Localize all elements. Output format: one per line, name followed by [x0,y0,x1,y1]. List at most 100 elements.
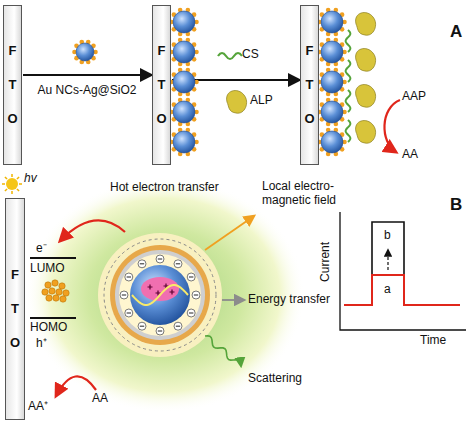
au-nanocluster [56,289,62,295]
fto-electrode: FTO [152,5,171,165]
product-label: AA⁺ [28,400,48,414]
step-label: Au NCs-Ag@SiO2 [38,84,137,98]
current-trace-b [344,222,460,305]
ag-sio2-core [173,101,195,123]
chitosan-strand [346,120,351,142]
shell-boundary [104,239,216,351]
process-label: Scattering [248,372,302,386]
chitosan-strand [346,60,351,82]
alp-enzyme [356,13,376,36]
negative-charge [138,322,146,330]
minus-sign [122,295,126,296]
reaction-arrow [384,100,400,152]
homo-level [30,317,76,319]
fto-electrode: FTO [5,198,25,420]
nanoparticle [169,98,199,126]
sun-ray [19,183,22,185]
ag-sio2-core [173,131,195,153]
minus-sign [158,331,162,332]
negative-charge [174,260,182,268]
field-arrow [205,216,254,250]
process-arrow [23,74,151,76]
negative-charge [156,327,164,335]
nanoparticle [317,98,347,126]
energy-transfer-arrow [222,299,244,301]
ag-sio2-core [321,131,343,153]
au-nanocluster [49,288,55,294]
curve-label: b [384,229,391,243]
ag-sio2-core [76,43,94,61]
alp-enzyme [356,121,376,144]
chitosan-strand [346,30,351,52]
oscillation-wave [132,285,188,305]
hole-label: h⁺ [36,337,47,351]
ag-sio2-core [173,11,195,33]
negative-charge [138,260,146,268]
ag-sio2-core [321,71,343,93]
au-nanocluster [42,289,48,295]
alp-enzyme [356,49,376,72]
au-nanocluster [52,280,58,286]
electrode-label: FTO [155,34,168,135]
sun-ray [11,174,13,177]
ag-sio2-core [321,101,343,123]
sun-icon [2,174,22,194]
sun-ray [2,183,5,185]
chitosan-strand [218,53,242,59]
axis-label: Time [420,334,446,348]
process-label: Hot electron transfer [110,181,219,195]
sun-ray [5,177,7,179]
negative-charge [125,309,133,317]
au-nanocluster [46,295,52,301]
process-label: Local electro- magnetic field [262,180,357,208]
fto-electrode: FTO [300,5,319,165]
charge-layer [119,254,201,336]
ag-sio2-core [173,41,195,63]
energy-level-label: LUMO [30,262,65,276]
minus-sign [176,326,180,327]
nanoparticle [169,8,199,36]
increase-arrow [387,250,388,270]
nanoparticle [72,40,98,65]
electrode-label: FTO [9,258,22,359]
chitosan-strand [346,90,351,112]
reagent-label: ALP [250,94,273,108]
positive-charge-cloud [141,277,179,301]
nanoparticle [317,8,347,36]
minus-sign [194,295,198,296]
ag-sio2-core [321,41,343,63]
electron-label: e⁻ [36,242,47,256]
alp-enzyme [356,85,376,108]
nanoparticle [317,68,347,96]
ag-sio2-core [321,11,343,33]
sun-ray [17,189,19,191]
minus-sign [140,326,144,327]
au-nanocluster [53,295,59,301]
sun-ray [5,189,7,191]
minus-sign [140,263,144,264]
energy-level-label: HOMO [30,321,67,335]
negative-charge [156,255,164,263]
plus-sign [170,290,175,295]
nanoparticle [169,68,199,96]
product-label: AA [402,148,418,162]
sun-ray [17,177,19,179]
au-nanocluster [60,296,66,302]
minus-sign [189,313,193,314]
au-nanocluster [45,282,51,288]
panel-letter: A [450,22,462,42]
substrate-label: AAP [402,90,426,104]
negative-charge [187,309,195,317]
current-trace-a [344,275,460,305]
negative-charge [120,291,128,299]
hot-electron-arrow [60,220,125,241]
sun-disc [6,178,18,190]
minus-sign [158,259,162,260]
process-label: Energy transfer [248,293,330,307]
sun-ray [11,191,13,194]
nanoparticle [169,38,199,66]
negative-charge [192,291,200,299]
minus-sign [189,277,193,278]
electrode-label: FTO [6,34,19,135]
